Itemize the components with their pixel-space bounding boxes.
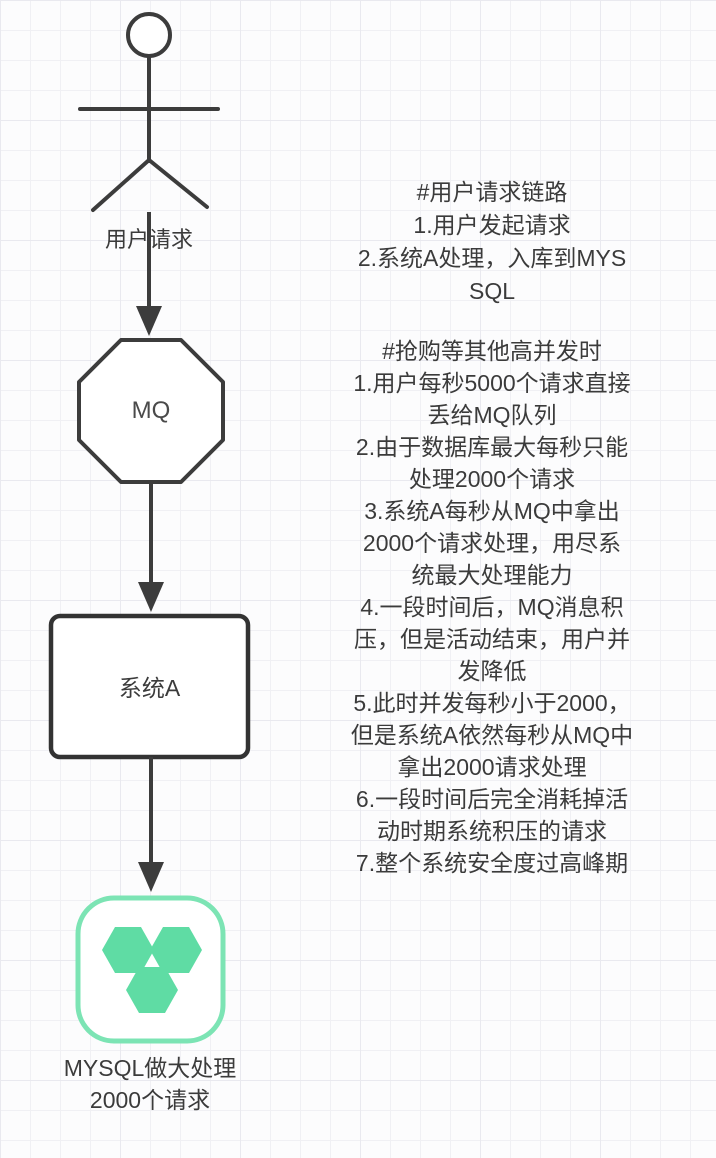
actor-head: [126, 12, 172, 58]
mq-octagon-node: [77, 338, 225, 484]
actor-figure-icon: [78, 12, 220, 212]
note-user-request-chain: #用户请求链路 1.用户发起请求 2.系统A处理，入库到MYS SQL: [357, 179, 627, 304]
mysql-hexagons-icon: [75, 895, 226, 1044]
actor-label: 用户请求: [104, 227, 193, 252]
actor-legs: [91, 157, 209, 212]
arrow-actor-to-mq: [136, 212, 162, 336]
mq-node-label: MQ: [131, 397, 171, 424]
mysql-hexagon-bottom: [126, 967, 178, 1013]
mysql-hexagon-top-right: [150, 927, 202, 973]
system-node-label: 系统A: [118, 675, 181, 701]
arrow-system-to-mysql: [138, 757, 164, 892]
mysql-hexagon-top-left: [102, 927, 154, 973]
mysql-node-label: MYSQL做大处理 2000个请求: [63, 1055, 237, 1113]
arrow-mq-to-system: [138, 482, 164, 612]
note-high-concurrency-flow: #抢购等其他高并发时 1.用户每秒5000个请求直接 丢给MQ队列 2.由于数据…: [350, 338, 634, 876]
